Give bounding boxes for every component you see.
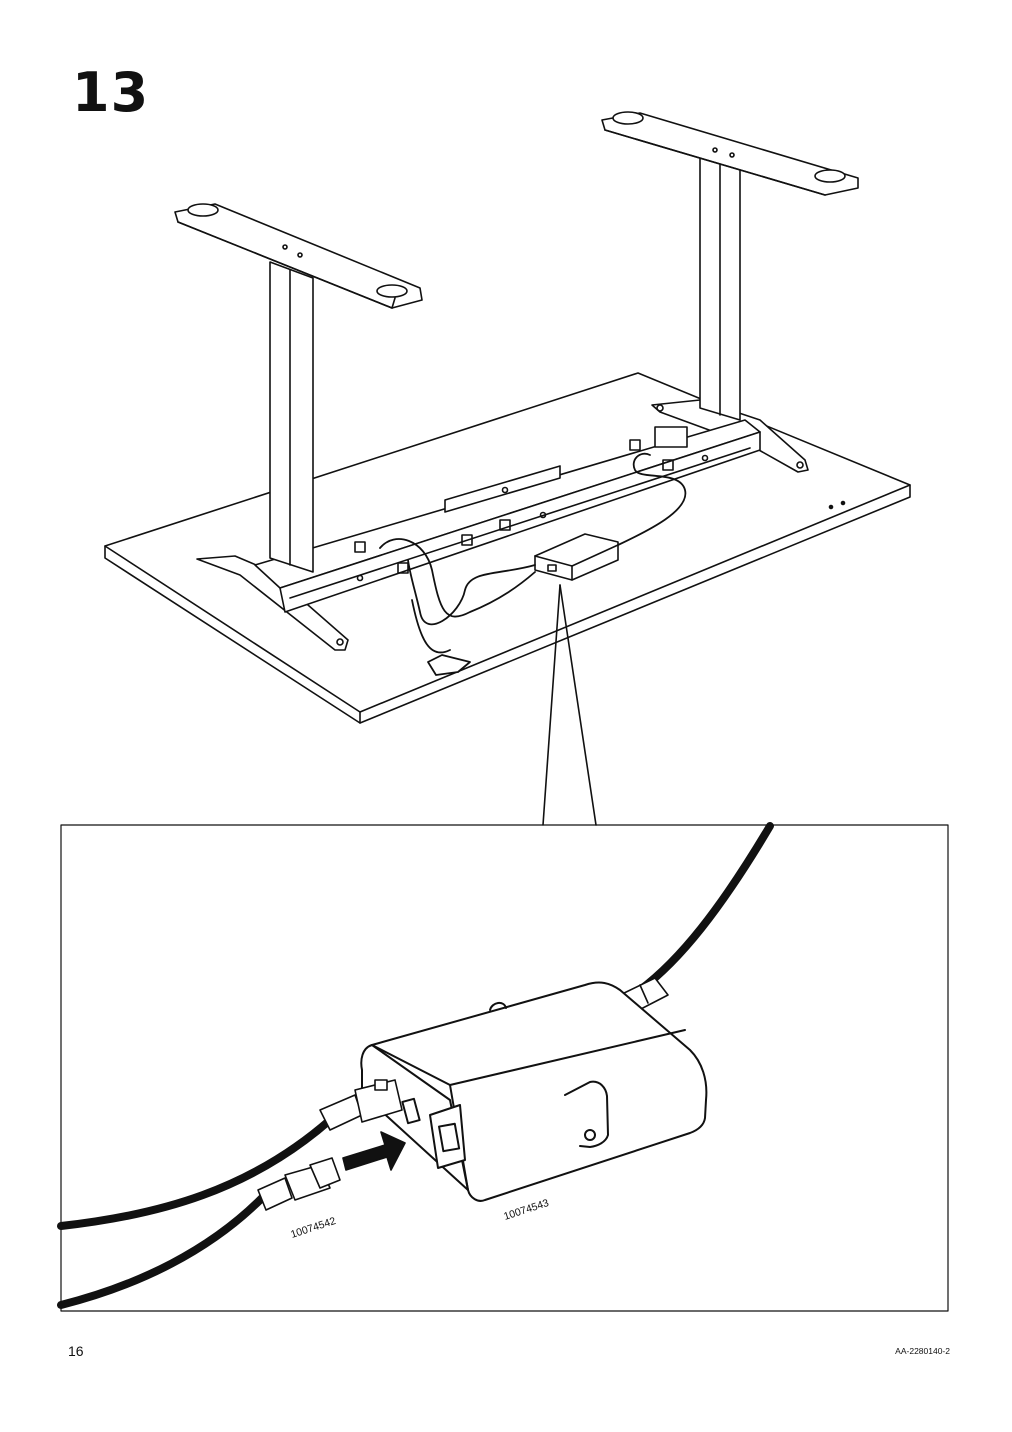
insertion-arrow — [342, 1131, 406, 1171]
cable-part-number: 10074542 — [289, 1215, 337, 1241]
step-number: 13 — [72, 61, 150, 124]
power-cable — [619, 822, 774, 1013]
page-number: 16 — [68, 1343, 84, 1359]
box-part-number: 10074543 — [502, 1197, 550, 1223]
left-leg — [174, 203, 423, 573]
loose-cable — [57, 1157, 341, 1309]
control-box-large — [360, 981, 708, 1202]
right-leg — [601, 111, 859, 421]
table-cables — [379, 452, 687, 676]
connected-cable — [57, 1079, 403, 1230]
tabletop — [104, 372, 911, 724]
document-code: AA-2280140-2 — [895, 1346, 950, 1356]
control-box-small — [534, 533, 619, 581]
detail-frame — [60, 824, 949, 1312]
callout-pointer — [542, 584, 597, 826]
